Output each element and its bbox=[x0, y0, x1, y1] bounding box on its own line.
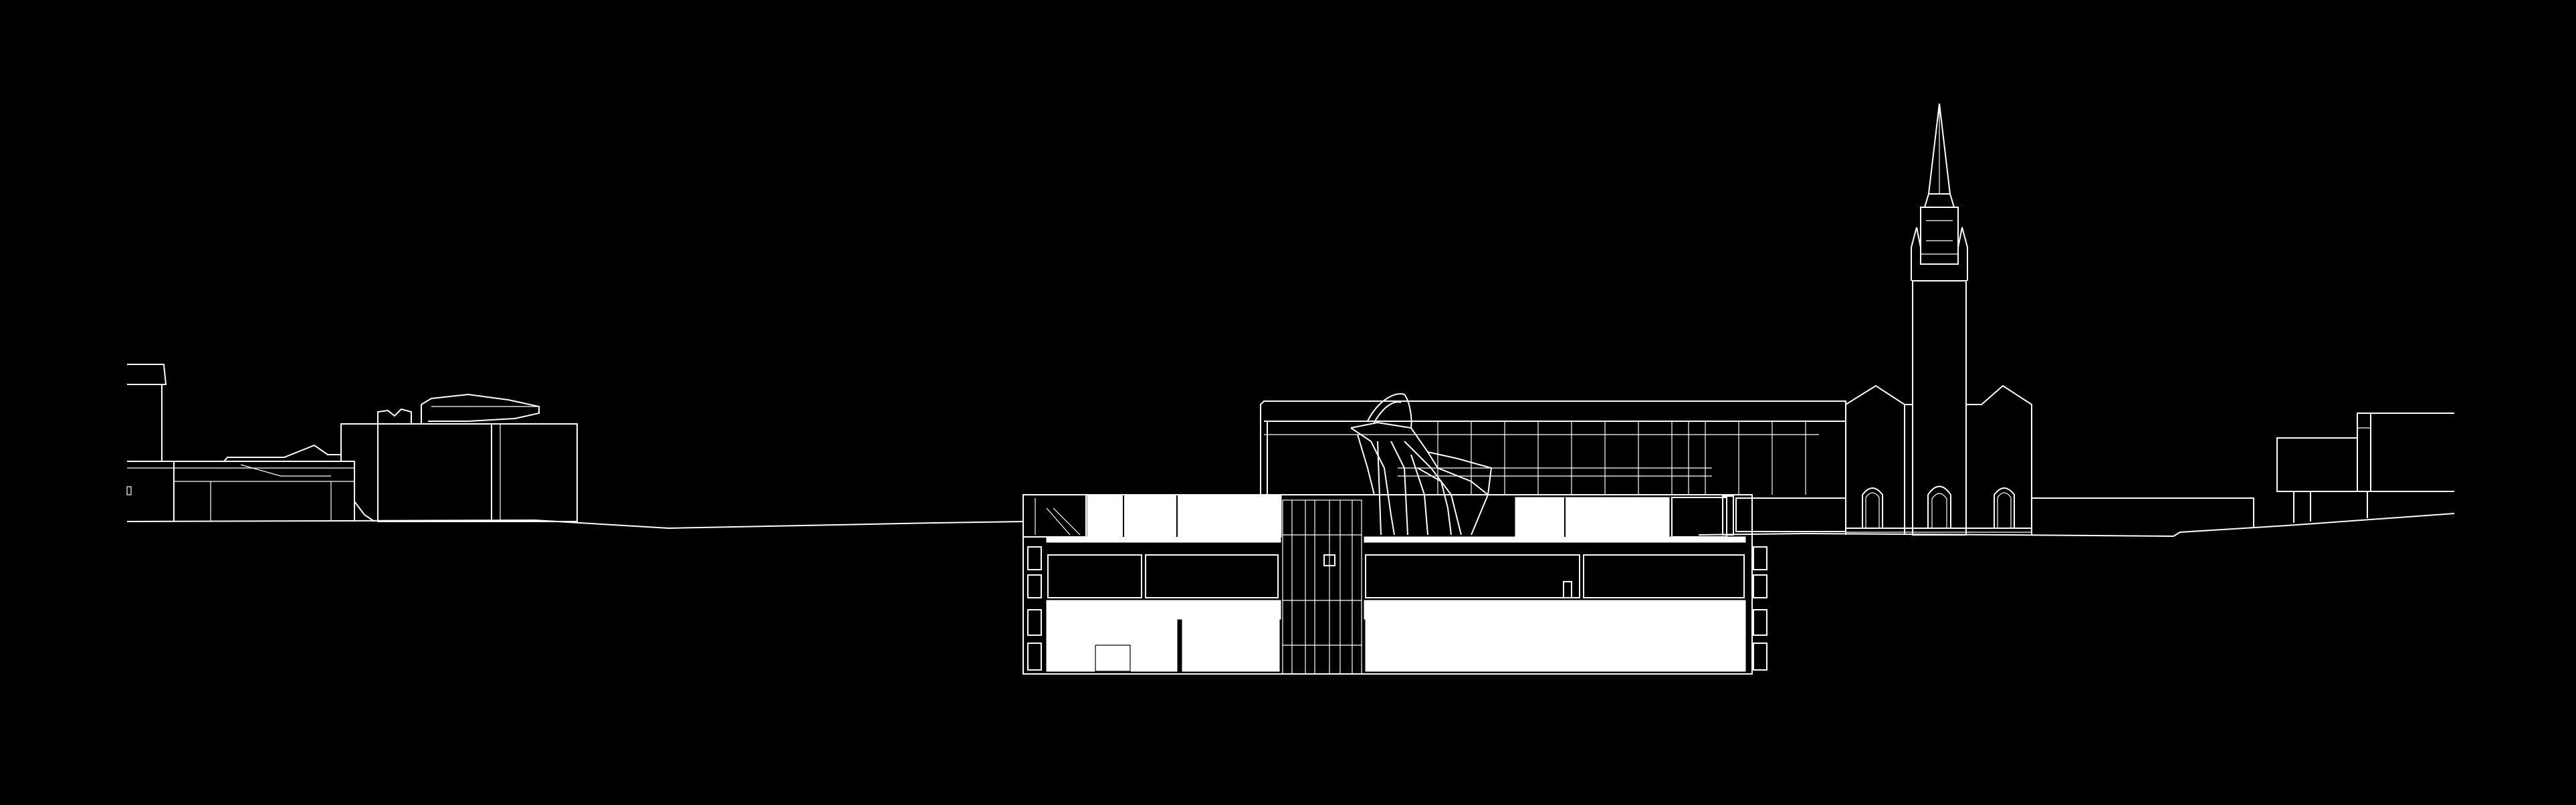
underground-museum-section bbox=[1023, 494, 1767, 675]
glass-pavilion bbox=[1023, 494, 1734, 538]
right-building bbox=[2276, 413, 2454, 523]
church-with-spire bbox=[1845, 103, 2254, 536]
central-atrium bbox=[1282, 499, 1362, 675]
sculpture bbox=[1350, 393, 1493, 536]
left-building-cluster bbox=[126, 364, 578, 522]
